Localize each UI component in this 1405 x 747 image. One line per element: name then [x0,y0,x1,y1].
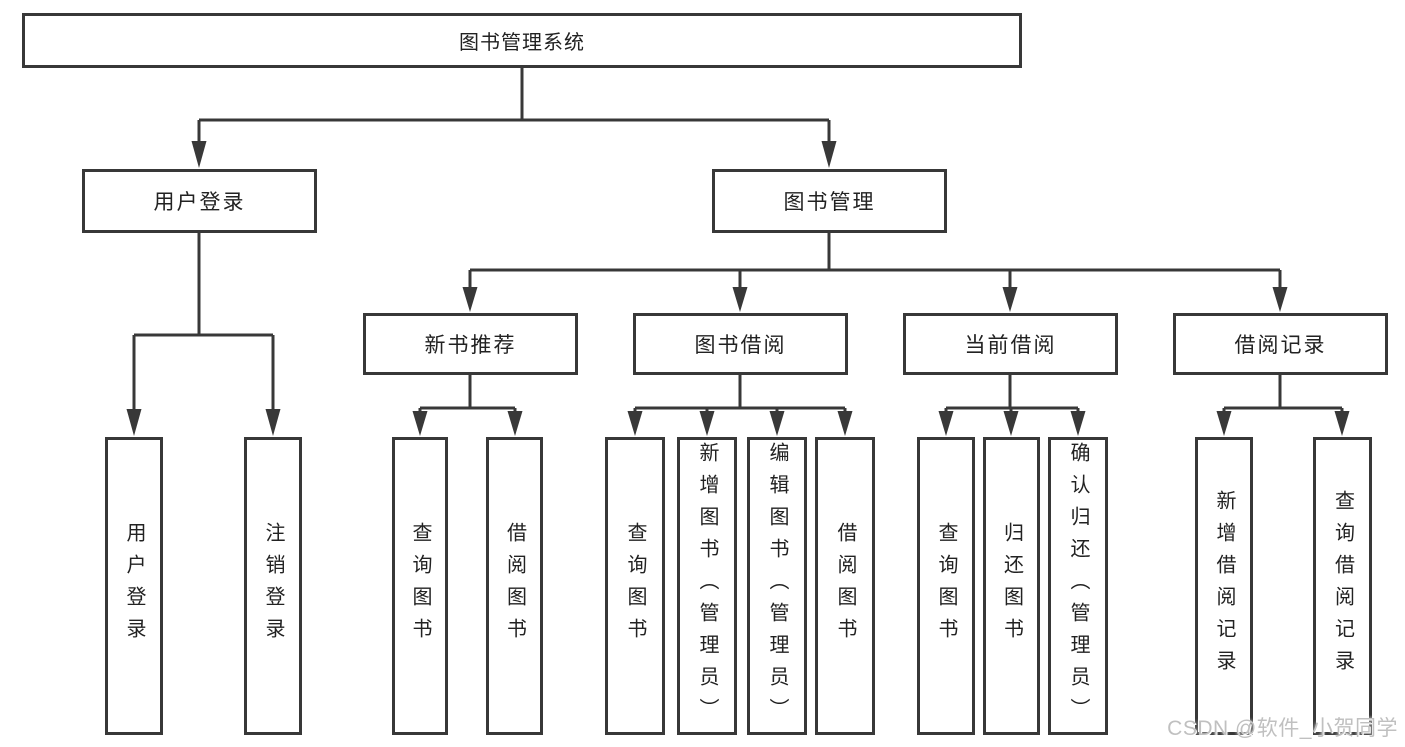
leaf-borrow-books-recommend-label: 借阅图书 [503,522,526,650]
arrowheads [126,141,1350,436]
leaf-return-books: 归还图书 [983,437,1040,735]
node-current-borrowing-label: 当前借阅 [964,334,1057,357]
leaf-return-books-label: 归还图书 [1000,522,1023,650]
leaf-add-borrow-record: 新增借阅记录 [1195,437,1253,735]
csdn-watermark: CSDN @软件_小贺同学 [1167,717,1398,740]
leaf-confirm-return-admin-label: 确认归还（管理员） [1067,442,1089,730]
leaf-borrow-books-borrowing: 借阅图书 [815,437,875,735]
node-borrowing-records-label: 借阅记录 [1234,334,1327,357]
leaf-add-books-admin-label: 新增图书（管理员） [696,442,718,730]
node-book-management: 图书管理 [712,169,947,233]
leaf-query-borrow-record: 查询借阅记录 [1313,437,1372,735]
node-user-login-label: 用户登录 [153,191,246,214]
node-book-borrowing: 图书借阅 [633,313,848,375]
leaf-query-books-borrowing-label: 查询图书 [624,522,646,650]
node-book-borrowing-label: 图书借阅 [694,334,787,357]
node-book-management-label: 图书管理 [783,191,876,214]
node-root: 图书管理系统 [22,13,1022,68]
leaf-edit-books-admin-label: 编辑图书（管理员） [766,442,788,730]
leaf-query-books-recommend-label: 查询图书 [409,522,431,650]
leaf-query-books-borrowing: 查询图书 [605,437,665,735]
leaf-logout-label: 注销登录 [262,522,284,650]
node-current-borrowing: 当前借阅 [903,313,1118,375]
node-new-book-recommend: 新书推荐 [363,313,578,375]
leaf-logout: 注销登录 [244,437,302,735]
leaf-add-borrow-record-label: 新增借阅记录 [1213,490,1235,682]
leaf-add-books-admin: 新增图书（管理员） [677,437,737,735]
node-new-book-recommend-label: 新书推荐 [424,334,517,357]
node-root-label: 图书管理系统 [459,32,585,54]
leaf-user-login: 用户登录 [105,437,163,735]
node-user-login: 用户登录 [82,169,317,233]
leaf-user-login-label: 用户登录 [123,522,145,650]
node-borrowing-records: 借阅记录 [1173,313,1388,375]
leaf-edit-books-admin: 编辑图书（管理员） [747,437,807,735]
leaf-query-borrow-record-label: 查询借阅记录 [1331,490,1354,682]
leaf-confirm-return-admin: 确认归还（管理员） [1048,437,1108,735]
leaf-query-books-current: 查询图书 [917,437,975,735]
leaf-borrow-books-recommend: 借阅图书 [486,437,543,735]
leaf-borrow-books-borrowing-label: 借阅图书 [834,522,856,650]
leaf-query-books-recommend: 查询图书 [392,437,448,735]
leaf-query-books-current-label: 查询图书 [935,522,957,650]
